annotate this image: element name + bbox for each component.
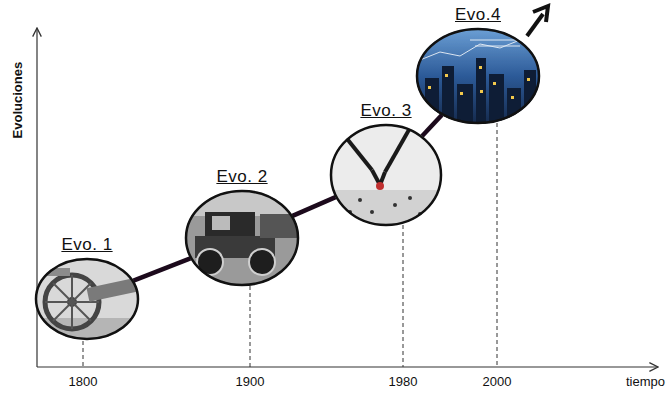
timeline-connector [293, 197, 336, 216]
axis-title: Evoluciones [11, 62, 25, 139]
year-label: 1900 [236, 375, 265, 389]
evolution-label: Evo. 1 [61, 236, 112, 255]
evolution-circle: Evo. 3 [330, 124, 442, 226]
machine-photo [30, 255, 145, 348]
year-label: 1980 [389, 375, 418, 389]
circle-outline [185, 190, 299, 286]
city-photo [414, 26, 542, 126]
car-photo [180, 186, 305, 291]
evolution-circle: Evo.4 [416, 28, 540, 124]
growth-arrowhead [533, 6, 548, 22]
evolution-label: Evo.4 [455, 6, 501, 25]
evolution-circle: Evo. 2 [185, 190, 299, 286]
evolution-circle: Evo. 1 [35, 258, 139, 340]
timeline-connector [422, 115, 442, 136]
year-label: 2000 [483, 375, 512, 389]
growth-arrow [527, 14, 543, 36]
robot-photo [328, 122, 444, 230]
circle-outline [35, 258, 139, 340]
y-axis [36, 28, 37, 367]
tick-lines [83, 123, 497, 367]
axis-title: tiempo [626, 375, 665, 389]
year-label: 1800 [69, 375, 98, 389]
evolution-label: Evo. 3 [360, 102, 411, 121]
x-axis [37, 366, 658, 367]
circle-outline [416, 28, 540, 124]
timeline-connector [134, 258, 191, 280]
circle-outline [330, 124, 442, 226]
evolution-label: Evo. 2 [216, 168, 267, 187]
